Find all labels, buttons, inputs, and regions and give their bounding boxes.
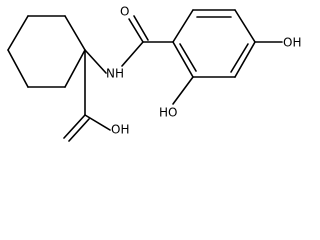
aromatic-inner-double-bond: [179, 43, 197, 72]
amide-linkage: NH O: [84, 5, 174, 81]
ring-to-nh-bond: [84, 49, 107, 74]
chemical-structure: OH NH O OH HO: [7, 5, 301, 142]
carboxylic-acid-group: OH: [63, 49, 129, 142]
carbonyl-double-bond: [128, 18, 144, 43]
ortho-hydroxyl-label: HO: [159, 106, 177, 120]
ring-bond: [7, 15, 29, 51]
aromatic-bond: [172, 41, 194, 78]
aromatic-bond: [234, 41, 256, 78]
acid-carbonyl-double-bond: [68, 118, 90, 142]
carbonyl-oxygen-label: O: [120, 5, 129, 19]
carbonyl-double-bond: [133, 15, 149, 41]
ring-to-ortho-oh-bond: [172, 76, 194, 105]
amide-nh-label: NH: [106, 67, 124, 81]
acid-hydroxyl-label: OH: [111, 123, 129, 137]
para-hydroxyl-group: OH: [254, 36, 301, 50]
ring-bond: [64, 49, 86, 88]
ring-bond: [7, 49, 29, 88]
nh-to-carbonyl-bond: [121, 41, 144, 67]
aromatic-bond: [172, 9, 194, 43]
aromatic-inner-double-bond: [230, 43, 249, 73]
ring-bond: [64, 15, 86, 51]
aromatic-bond: [234, 9, 256, 43]
acid-carbonyl-double-bond: [63, 114, 86, 139]
acid-carbon-to-oh-bond: [84, 114, 111, 131]
benzene-ring: [172, 9, 256, 78]
ortho-hydroxyl-group: HO: [159, 76, 194, 120]
para-hydroxyl-label: OH: [283, 36, 301, 50]
cyclohexane-ring: [7, 15, 86, 88]
